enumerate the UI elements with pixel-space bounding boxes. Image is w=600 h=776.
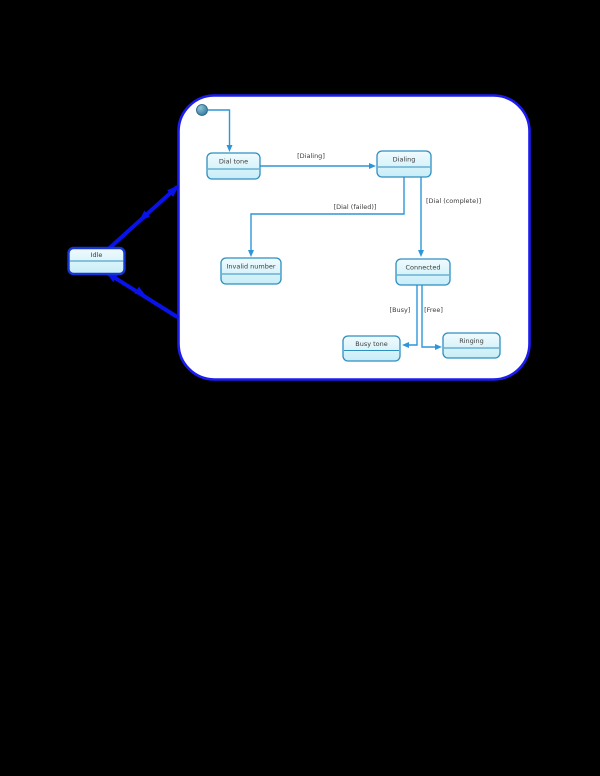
arrowhead-icon [226,145,233,152]
state-dialing[interactable]: Dialing [376,150,432,178]
state-invalid-number[interactable]: Invalid number [220,257,282,285]
transition-edge[interactable] [250,177,405,254]
arrowhead-icon [435,344,442,350]
transition-dialing-to-connected[interactable]: [Dial (complete)] [418,177,481,258]
transition-connected-to-ringing[interactable]: [Free] [421,285,443,351]
state-box[interactable] [376,150,432,178]
state-label: Connected [405,264,440,272]
transition-dialing-to-invalid-number[interactable]: [Dial (failed)] [248,177,405,258]
transition-guard-label: [Dialing] [297,152,325,160]
state-label: Invalid number [226,263,275,271]
transition-edge[interactable] [421,285,440,348]
state-box[interactable] [220,257,282,285]
state-label: Ringing [459,337,484,345]
state-label: Dial tone [219,158,248,166]
state-ringing[interactable]: Ringing [442,332,501,359]
state-label: Idle [91,251,103,259]
state-box[interactable] [442,332,501,359]
initial-pseudostate[interactable] [196,104,208,116]
arrowhead-icon [369,163,376,169]
state-label: Busy tone [355,340,388,348]
arrowhead-icon [248,250,254,257]
arrowhead-icon [134,286,146,296]
arrowhead-icon [402,342,409,348]
state-busy-tone[interactable]: Busy tone [342,335,401,362]
initial-state-dot[interactable] [196,104,208,116]
transition-edge[interactable] [207,109,231,149]
arrowhead-icon [418,250,424,257]
arrowhead-icon [139,210,150,221]
state-box[interactable] [395,258,451,286]
state-connected[interactable]: Connected [395,258,451,286]
transition-active-to-idle[interactable] [103,268,179,319]
transition-guard-label: [Dial (complete)] [426,197,481,205]
transition-connected-to-busy-tone[interactable]: [Busy] [390,285,418,349]
arrowhead-icon [167,185,179,197]
state-dial-tone[interactable]: Dial tone [206,152,261,180]
transition-guard-label: [Busy] [390,306,411,314]
transition-initial-to-dial-tone[interactable] [207,109,233,152]
transition-dial-tone-to-dialing[interactable]: [Dialing] [260,152,377,169]
state-box[interactable] [342,335,401,362]
transition-idle-to-active[interactable] [107,182,182,251]
state-idle[interactable]: Idle [67,246,126,276]
transition-guard-label: [Free] [424,306,443,314]
state-box[interactable] [206,152,261,180]
transition-guard-label: [Dial (failed)] [334,203,377,211]
state-label: Dialing [393,156,416,164]
